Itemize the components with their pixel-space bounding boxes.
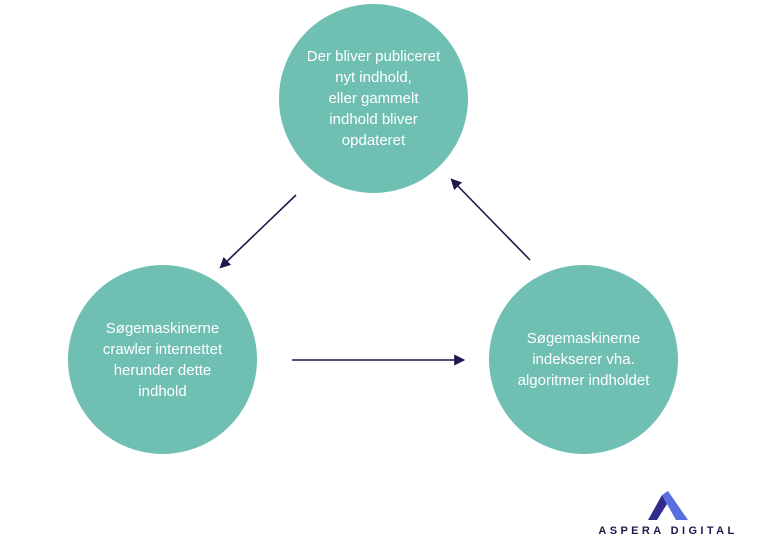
node-index-line-1: Søgemaskinerne: [526, 330, 641, 347]
node-publish-content-line-5: opdateret: [341, 132, 406, 149]
node-crawl-line-1: Søgemaskinerne: [105, 319, 220, 337]
aspera-digital-logo: ASPERA DIGITAL: [588, 491, 748, 541]
node-crawl: Søgemaskinerne crawler internettet herun…: [68, 265, 257, 454]
node-publish-content-line-1: Der bliver publiceret: [306, 48, 441, 65]
node-publish-content-line-4: indhold bliver: [329, 111, 418, 128]
node-crawl-line-2: crawler internettet: [102, 340, 223, 358]
node-index-line-3: algoritmer indholdet: [517, 372, 650, 389]
arrow-publish-to-crawl: [219, 194, 297, 269]
node-index-line-2: indekserer vha.: [532, 351, 635, 368]
arrow-index-to-publish: [450, 178, 531, 261]
node-crawl-line-3: herunder dette: [113, 361, 212, 379]
node-publish-content-line-2: nyt indhold,: [335, 69, 412, 86]
logo-wordmark: ASPERA DIGITAL: [598, 525, 738, 537]
node-crawl-line-4: indhold: [138, 382, 187, 400]
node-index: Søgemaskinerne indekserer vha. algoritme…: [489, 265, 678, 454]
node-publish-content-line-3: eller gammelt: [328, 90, 419, 107]
node-publish-content: Der bliver publiceret nyt indhold, eller…: [279, 4, 468, 193]
aspera-mountain-logo-icon: [648, 491, 688, 520]
